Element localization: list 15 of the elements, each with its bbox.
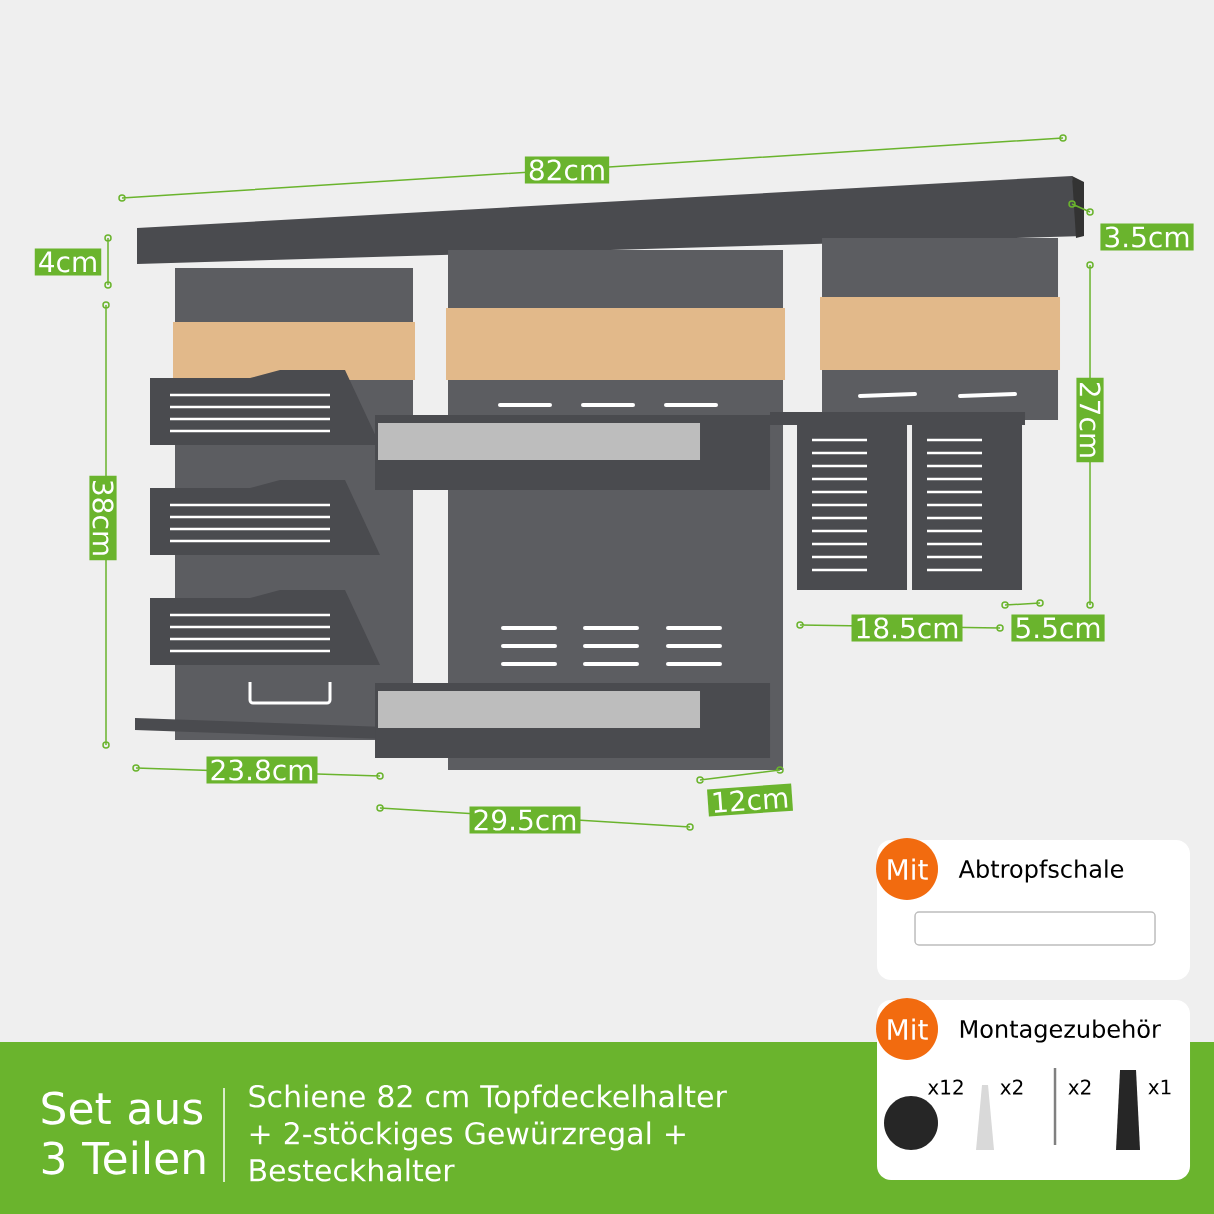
quantity-label: x2 <box>1000 1079 1023 1095</box>
dimension-label: 3.5cm <box>1100 223 1194 251</box>
dimension-label: 18.5cm <box>851 614 963 642</box>
dimension-label: 29.5cm <box>469 806 581 834</box>
quantity-label: x2 <box>1068 1079 1091 1095</box>
badge: Mit <box>876 838 938 900</box>
badge: Mit <box>876 998 938 1060</box>
dimension-label: 23.8cm <box>206 756 318 784</box>
quantity-label: x1 <box>1148 1079 1171 1095</box>
dimension-label: 38cm <box>89 475 117 561</box>
quantity-label: x12 <box>927 1079 963 1095</box>
dimension-label: 5.5cm <box>1011 614 1105 642</box>
dimension-label: 12cm <box>707 783 793 817</box>
dimension-label: 27cm <box>1076 377 1104 463</box>
dimension-label: 82cm <box>524 156 610 184</box>
